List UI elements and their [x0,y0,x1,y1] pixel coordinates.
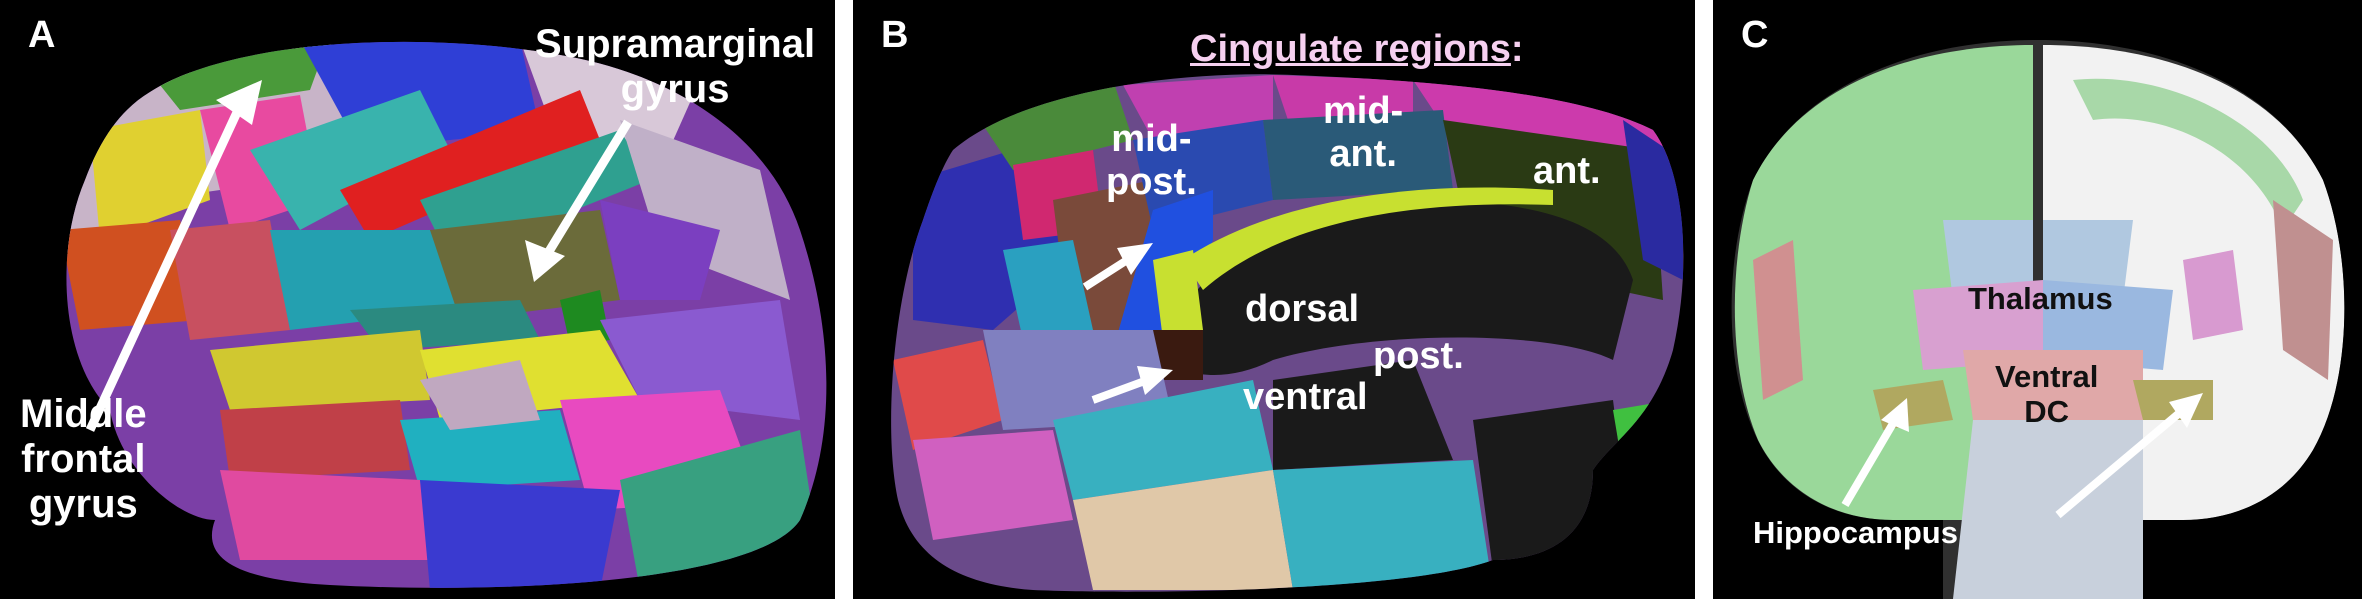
supramarginal-gyrus-label: Supramarginal gyrus [535,22,815,112]
panel-a-letter: A [28,14,56,56]
ventral-dc-line2: DC [2024,393,2070,429]
arrow-hippocampus-right [2055,406,2186,519]
cingulate-heading-text: Cingulate regions [1190,28,1511,70]
panel-a-lateral-brain: A Supramarginal gyrus Middle frontal gyr… [0,0,835,599]
ventral-label: ventral [1243,376,1368,418]
coronal-mri-slice [1731,40,2345,599]
arrow-hippocampus-left [1841,417,1899,508]
supramarginal-line2: gyrus [620,66,730,111]
cingulate-heading-colon: : [1510,28,1524,70]
ventral-dc-line1: Ventral [1995,359,2099,394]
middle-frontal-line3: gyrus [28,481,138,526]
mid-ant-line1: mid- [1323,90,1404,132]
mid-ant-line2: ant. [1329,132,1397,175]
medial-cortex-surface [891,74,1684,592]
thalamus-label: Thalamus [1968,281,2113,316]
ant-label: ant. [1533,150,1601,192]
cingulate-regions-heading: Cingulate regions: [1190,28,1524,71]
arrow-middle-frontal [85,93,250,432]
panel-c-coronal-slice: C Thalamus Ventral DC Hippocampus [1713,0,2362,599]
middle-frontal-line2: frontal [21,436,146,481]
hippocampus-label: Hippocampus [1753,515,1958,550]
panel-c-letter: C [1741,14,1769,56]
middle-frontal-gyrus-label: Middle frontal gyrus [20,392,147,526]
supramarginal-line1: Supramarginal [535,22,816,66]
dorsal-label: dorsal [1245,288,1360,330]
panel-b-letter: B [881,14,909,56]
ventral-dc-label: Ventral DC [1995,359,2099,429]
mid-post-line1: mid- [1111,118,1192,160]
middle-frontal-line1: Middle [20,392,147,436]
mid-ant-label: mid- ant. [1323,90,1403,175]
panel-b-medial-brain: B Cingulate regions: mid- post. mid- ant… [853,0,1695,599]
lateral-cortex-surface [66,41,827,588]
mid-post-label: mid- post. [1106,118,1197,203]
post-label: post. [1373,335,1464,377]
arrow-supramarginal [541,119,632,261]
mid-post-line2: post. [1106,160,1197,203]
